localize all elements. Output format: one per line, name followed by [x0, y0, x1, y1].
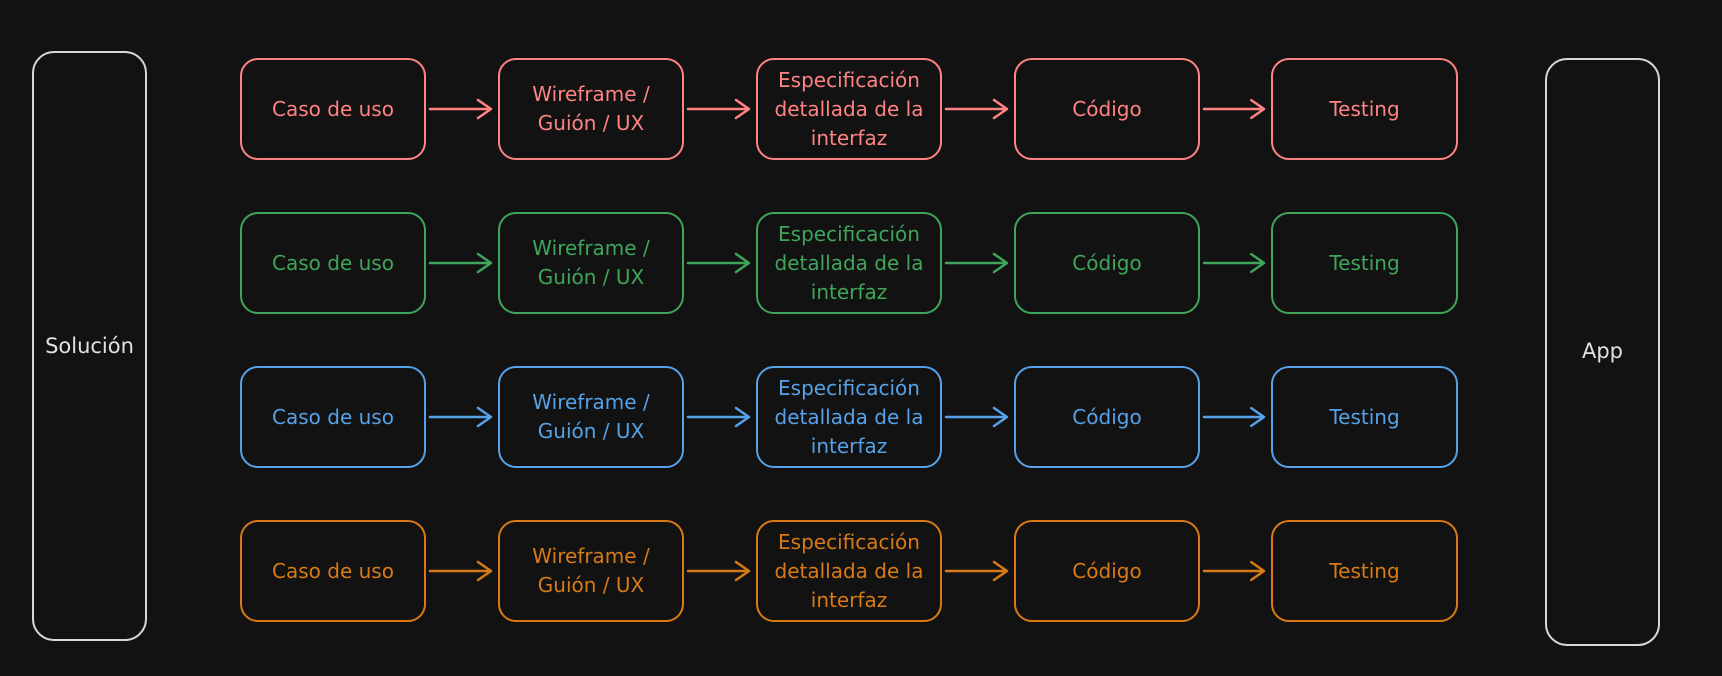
flow-arrow	[686, 252, 751, 274]
pipeline-row-4: Caso de uso Wireframe / Guión / UX Espec…	[0, 520, 1722, 622]
flow-arrow	[428, 560, 493, 582]
flow-arrow	[428, 406, 493, 428]
flow-arrow	[944, 560, 1009, 582]
step-caso-de-uso: Caso de uso	[240, 212, 426, 314]
step-wireframe: Wireframe / Guión / UX	[498, 366, 684, 468]
step-caso-de-uso: Caso de uso	[240, 366, 426, 468]
flow-arrow	[428, 98, 493, 120]
pipeline-row-2: Caso de uso Wireframe / Guión / UX Espec…	[0, 212, 1722, 314]
step-testing: Testing	[1271, 520, 1458, 622]
flow-arrow	[944, 98, 1009, 120]
flow-arrow	[1202, 406, 1266, 428]
step-label: Caso de uso	[272, 558, 394, 583]
solucion-container: Solución	[32, 51, 147, 641]
app-container: App	[1545, 58, 1660, 646]
step-label: Código	[1072, 96, 1142, 121]
step-especificacion: Especificación detallada de la interfaz	[756, 520, 942, 622]
step-wireframe: Wireframe / Guión / UX	[498, 212, 684, 314]
step-testing: Testing	[1271, 58, 1458, 160]
step-label: Código	[1072, 558, 1142, 583]
app-label: App	[1581, 339, 1624, 363]
step-label: Testing	[1329, 558, 1400, 583]
step-caso-de-uso: Caso de uso	[240, 520, 426, 622]
step-caso-de-uso: Caso de uso	[240, 58, 426, 160]
step-label: Wireframe / Guión / UX	[532, 390, 650, 443]
flow-arrow	[944, 252, 1009, 274]
step-label: Caso de uso	[272, 250, 394, 275]
step-label: Wireframe / Guión / UX	[532, 544, 650, 597]
step-label: Caso de uso	[272, 96, 394, 121]
step-label: Caso de uso	[272, 404, 394, 429]
step-wireframe: Wireframe / Guión / UX	[498, 58, 684, 160]
flow-arrow	[1202, 98, 1266, 120]
pipeline-row-3: Caso de uso Wireframe / Guión / UX Espec…	[0, 366, 1722, 468]
flow-arrow	[686, 560, 751, 582]
step-label: Testing	[1329, 96, 1400, 121]
flow-arrow	[686, 98, 751, 120]
step-testing: Testing	[1271, 366, 1458, 468]
step-testing: Testing	[1271, 212, 1458, 314]
step-label: Testing	[1329, 250, 1400, 275]
step-especificacion: Especificación detallada de la interfaz	[756, 366, 942, 468]
step-wireframe: Wireframe / Guión / UX	[498, 520, 684, 622]
step-label: Especificación detallada de la interfaz	[774, 529, 924, 612]
step-label: Especificación detallada de la interfaz	[774, 375, 924, 458]
flow-arrow	[944, 406, 1009, 428]
step-label: Código	[1072, 250, 1142, 275]
step-especificacion: Especificación detallada de la interfaz	[756, 212, 942, 314]
step-codigo: Código	[1014, 212, 1200, 314]
solucion-label: Solución	[45, 334, 134, 358]
flow-arrow	[1202, 560, 1266, 582]
step-especificacion: Especificación detallada de la interfaz	[756, 58, 942, 160]
pipeline-row-1: Caso de uso Wireframe / Guión / UX Espec…	[0, 58, 1722, 160]
step-label: Código	[1072, 404, 1142, 429]
step-label: Wireframe / Guión / UX	[532, 82, 650, 135]
flow-arrow	[428, 252, 493, 274]
step-label: Testing	[1329, 404, 1400, 429]
step-codigo: Código	[1014, 366, 1200, 468]
step-codigo: Código	[1014, 58, 1200, 160]
step-codigo: Código	[1014, 520, 1200, 622]
flow-arrow	[1202, 252, 1266, 274]
flow-arrow	[686, 406, 751, 428]
step-label: Especificación detallada de la interfaz	[774, 67, 924, 150]
step-label: Especificación detallada de la interfaz	[774, 221, 924, 304]
step-label: Wireframe / Guión / UX	[532, 236, 650, 289]
